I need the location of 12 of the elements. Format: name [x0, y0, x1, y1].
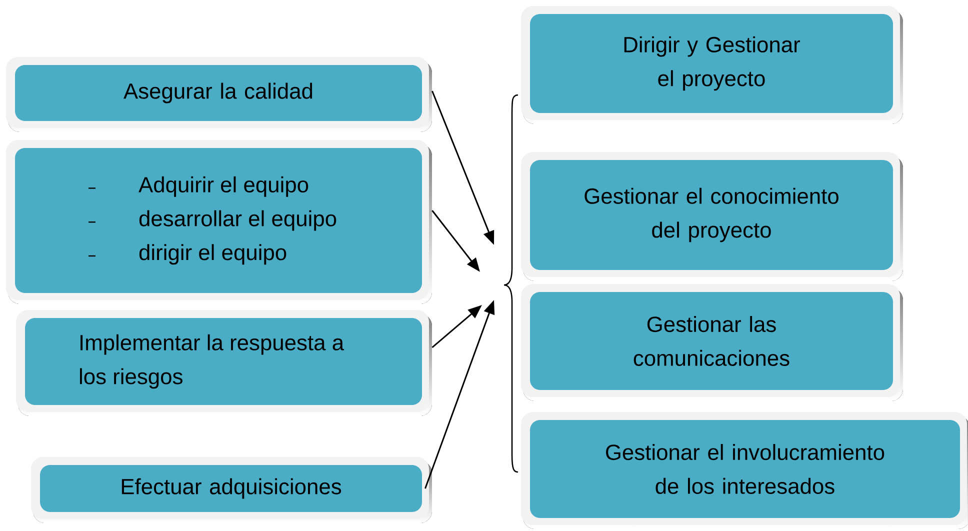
- brace: [503, 94, 518, 473]
- process-box: Implementar la respuesta a los riesgos: [16, 310, 432, 416]
- process-box: Dirigir y Gestionar el proyecto: [521, 6, 903, 124]
- process-box: Gestionar el involucramiento de los interesados: [521, 412, 968, 529]
- process-box: Gestionar las comunicaciones: [521, 284, 903, 401]
- list-item: dirigir el equipo: [88, 244, 286, 265]
- list-item: desarrollar el equipo: [88, 210, 336, 231]
- process-box: Asegurar la calidad: [6, 57, 432, 132]
- process-box: [6, 140, 432, 304]
- list-item: Adquirir el equipo: [88, 176, 308, 197]
- process-box: Efectuar adquisiciones: [31, 456, 432, 523]
- process-box: Gestionar el conocimiento del proyecto: [521, 152, 903, 281]
